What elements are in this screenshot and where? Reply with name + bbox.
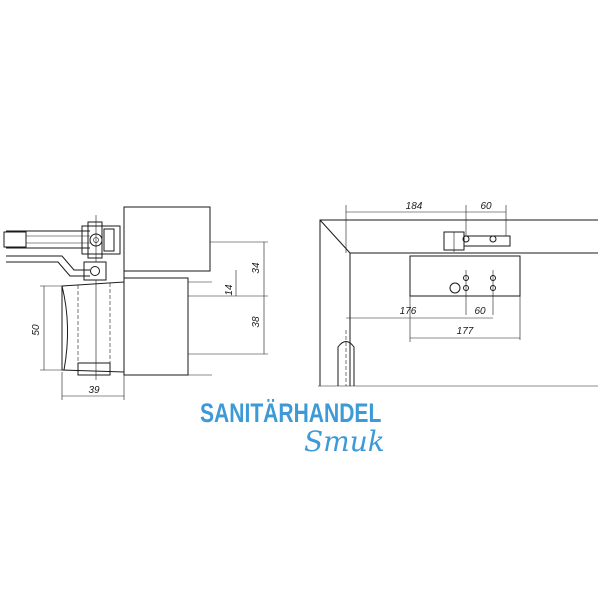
dim-34-label: 34 bbox=[251, 262, 262, 274]
dim-14-label: 14 bbox=[224, 284, 235, 296]
brand-logo-line2: Smuk bbox=[304, 425, 385, 458]
dimension-60-bottom: 60 bbox=[466, 306, 493, 319]
door-leaf bbox=[123, 277, 189, 376]
dimension-60-top: 60 bbox=[465, 201, 507, 236]
dim-39-label: 39 bbox=[88, 385, 100, 396]
dim-184-label: 184 bbox=[406, 201, 423, 212]
dimension-39: 39 bbox=[61, 372, 125, 400]
dimension-177: 177 bbox=[409, 296, 520, 342]
side-section-view: 50 39 34 14 38 bbox=[3, 206, 268, 400]
dimension-50: 50 bbox=[31, 285, 64, 371]
closer-arm bbox=[3, 215, 121, 281]
dim-50-label: 50 bbox=[31, 324, 42, 336]
dim-60-bottom-label: 60 bbox=[474, 306, 486, 317]
dim-177-label: 177 bbox=[457, 326, 474, 337]
dim-176-label: 176 bbox=[400, 306, 417, 317]
dimension-176: 176 bbox=[346, 306, 466, 319]
dim-60-top-label: 60 bbox=[480, 201, 492, 212]
dimension-184: 184 bbox=[345, 201, 466, 253]
front-elevation-view: 184 60 176 60 177 bbox=[318, 201, 598, 387]
frame-block bbox=[123, 206, 211, 272]
closer-front-body bbox=[409, 255, 521, 340]
brand-logo-line1: SANITÄRHANDEL bbox=[200, 398, 382, 428]
arm-bracket bbox=[443, 231, 511, 252]
dimension-14: 14 bbox=[224, 270, 237, 296]
dimension-34: 34 bbox=[210, 241, 268, 297]
brand-logo: SANITÄRHANDEL Smuk bbox=[200, 398, 400, 456]
closer-body bbox=[61, 280, 125, 380]
dimension-38: 38 bbox=[188, 296, 268, 355]
dim-38-label: 38 bbox=[251, 316, 262, 328]
